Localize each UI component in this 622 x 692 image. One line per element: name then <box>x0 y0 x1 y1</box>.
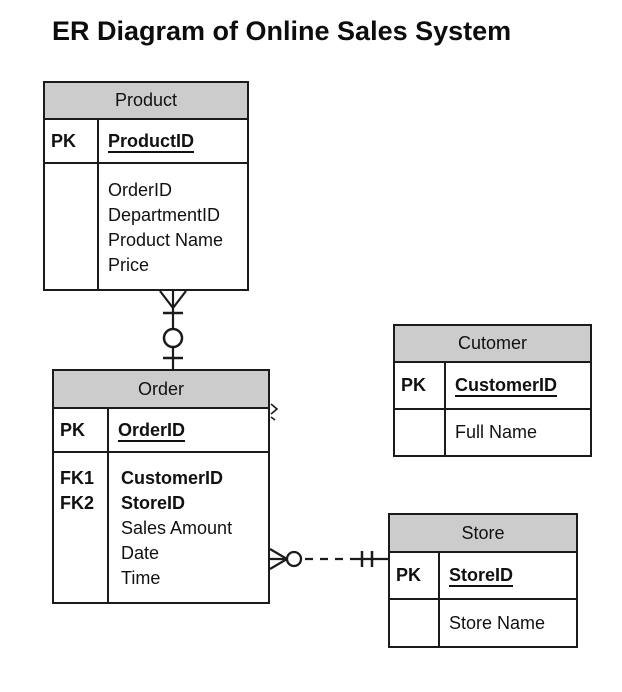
pk-attr-cell: OrderID <box>109 409 268 451</box>
entity-store-header: Store <box>390 515 576 553</box>
crow-foot-many-icon <box>159 290 187 310</box>
entity-order-attributes: FK1 FK2 CustomerID StoreID Sales Amount … <box>54 453 268 602</box>
attribute: OrderID <box>108 180 173 200</box>
product-order-connector <box>159 290 187 369</box>
fk-label: FK1 <box>60 468 95 488</box>
attribute: DepartmentID <box>108 205 221 225</box>
zero-circle-icon <box>162 327 184 349</box>
attribute: Date <box>121 543 160 563</box>
attr-label-column: FK1 FK2 <box>54 453 109 602</box>
entity-store-attributes: Store Name <box>390 600 576 646</box>
entity-product-pk-row: PK ProductID <box>45 120 247 164</box>
order-store-connector <box>269 548 388 570</box>
entity-store: Store PK StoreID Store Name <box>388 513 578 648</box>
attr-column: Store Name <box>440 600 576 646</box>
attribute: Product Name <box>108 230 224 250</box>
attribute: Price <box>108 255 150 275</box>
pk-attr: OrderID <box>118 419 186 440</box>
pk-label: PK <box>396 565 422 585</box>
attr-column: Full Name <box>446 410 590 455</box>
attribute: Sales Amount <box>121 518 233 538</box>
attribute: Store Name <box>449 612 546 633</box>
pk-attr-cell: ProductID <box>99 120 247 162</box>
attr-label-column <box>45 164 99 289</box>
entity-product: Product PK ProductID OrderID DepartmentI… <box>43 81 249 291</box>
entity-customer-name: Cutomer <box>457 333 528 353</box>
zero-circle-icon <box>285 550 303 568</box>
attr-label-column <box>390 600 440 646</box>
attr-column: CustomerID StoreID Sales Amount Date Tim… <box>109 453 268 602</box>
pk-label: PK <box>401 375 427 395</box>
pk-label-cell: PK <box>390 553 440 598</box>
entity-customer-attributes: Full Name <box>395 410 590 455</box>
pk-label: PK <box>51 130 77 151</box>
attribute: Time <box>121 568 161 588</box>
entity-customer: Cutomer PK CustomerID Full Name <box>393 324 592 457</box>
crow-foot-many-icon <box>269 548 290 570</box>
entity-product-name: Product <box>114 90 178 110</box>
attribute: CustomerID <box>121 468 224 488</box>
pk-attr-cell: CustomerID <box>446 363 590 408</box>
entity-product-attributes: OrderID DepartmentID Product Name Price <box>45 164 247 289</box>
pk-attr-cell: StoreID <box>440 553 576 598</box>
fk-label: FK2 <box>60 493 95 513</box>
entity-order: Order PK OrderID FK1 FK2 CustomerID Stor… <box>52 369 270 604</box>
attribute: Full Name <box>455 422 538 442</box>
entity-order-header: Order <box>54 371 268 409</box>
pk-label: PK <box>60 419 86 440</box>
attribute: StoreID <box>121 493 186 513</box>
entity-customer-header: Cutomer <box>395 326 590 363</box>
connector-remnant-mark <box>270 403 279 421</box>
entity-customer-pk-row: PK CustomerID <box>395 363 590 410</box>
entity-product-header: Product <box>45 83 247 120</box>
pk-attr: ProductID <box>108 130 195 151</box>
entity-store-name: Store <box>461 522 505 543</box>
pk-attr: CustomerID <box>455 375 558 395</box>
attr-label-column <box>395 410 446 455</box>
entity-store-pk-row: PK StoreID <box>390 553 576 600</box>
pk-attr: StoreID <box>449 565 514 585</box>
entity-order-pk-row: PK OrderID <box>54 409 268 453</box>
pk-label-cell: PK <box>54 409 109 451</box>
pk-label-cell: PK <box>45 120 99 162</box>
diagram-title: ER Diagram of Online Sales System <box>52 16 512 46</box>
pk-label-cell: PK <box>395 363 446 408</box>
attr-column: OrderID DepartmentID Product Name Price <box>99 164 247 289</box>
entity-order-name: Order <box>137 378 184 399</box>
